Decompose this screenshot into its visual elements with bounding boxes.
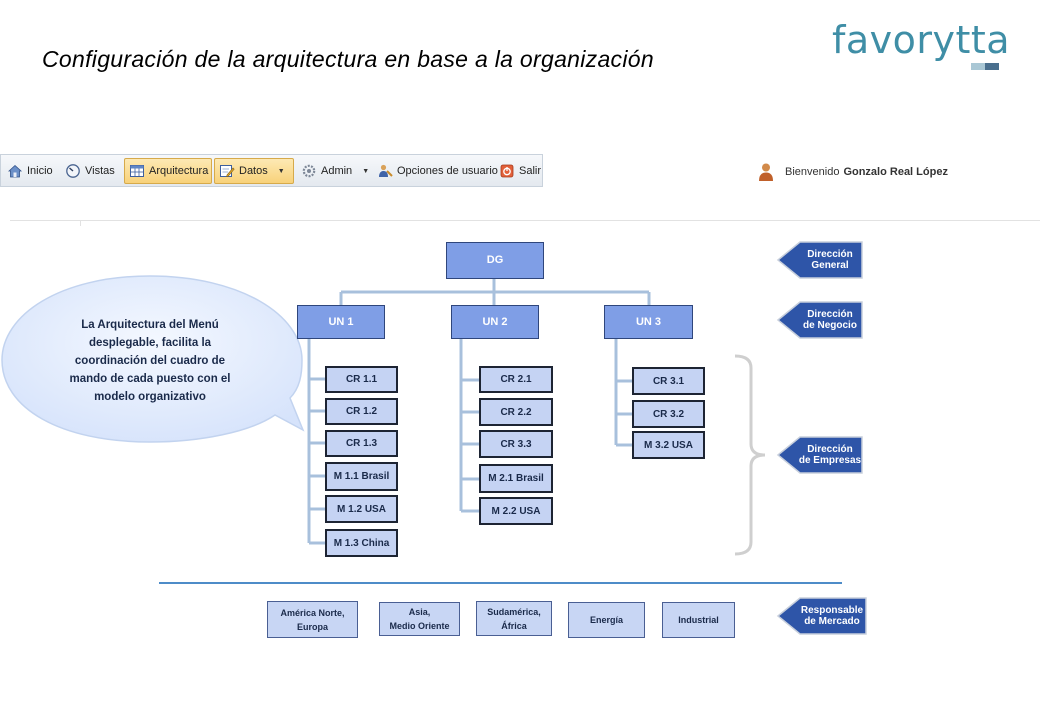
org-node-cr-3-3: CR 3.3	[479, 430, 553, 458]
market-box-america-europa: América Norte, Europa	[267, 601, 358, 638]
org-node-m-3-2: M 3.2 USA	[632, 431, 705, 459]
tag-line: Dirección	[807, 444, 853, 455]
org-node-un3: UN 3	[604, 305, 693, 339]
tag-line: de Mercado	[804, 616, 860, 627]
user-avatar-icon	[757, 162, 775, 182]
toolbar-item-label: Inicio	[27, 165, 53, 177]
gear-icon	[301, 163, 317, 179]
toolbar-item-label: Admin	[321, 165, 353, 177]
separator-tick	[80, 220, 81, 226]
exit-icon	[499, 163, 515, 179]
org-node-cr-2-1: CR 2.1	[479, 366, 553, 393]
tag-line: General	[811, 260, 849, 271]
org-node-cr-1-3: CR 1.3	[325, 430, 398, 457]
market-box-sudamerica: Sudamérica, África	[476, 601, 552, 636]
org-node-cr-1-2: CR 1.2	[325, 398, 398, 425]
market-box-asia: Asia, Medio Oriente	[379, 602, 460, 636]
market-line: África	[501, 620, 527, 631]
org-node-m-2-2: M 2.2 USA	[479, 497, 553, 525]
toolbar-item-admin[interactable]: Admin ▼	[297, 158, 369, 184]
org-node-cr-3-1: CR 3.1	[632, 367, 705, 395]
callout-bubble	[1, 275, 305, 443]
slide-title: Configuración de la arquitectura en base…	[42, 46, 654, 72]
toolbar-item-vistas[interactable]: Vistas	[61, 158, 121, 184]
toolbar-item-datos[interactable]: Datos ▼	[214, 158, 294, 184]
brand-logo: favorytta	[832, 18, 1011, 62]
toolbar-item-label: Datos	[239, 165, 268, 177]
toolbar-item-label: Arquitectura	[149, 165, 209, 177]
main-toolbar: Inicio Vistas Arquitectura Datos ▼ Admin…	[0, 154, 543, 187]
table-icon	[129, 163, 145, 179]
org-node-cr-1-1: CR 1.1	[325, 366, 398, 393]
org-node-m-1-3: M 1.3 China	[325, 529, 398, 557]
toolbar-item-arquitectura[interactable]: Arquitectura	[124, 158, 212, 184]
toolbar-item-label: Salir	[519, 165, 542, 177]
org-node-m-1-2: M 1.2 USA	[325, 495, 398, 523]
org-node-m-1-1: M 1.1 Brasil	[325, 462, 398, 491]
home-icon	[7, 163, 23, 179]
market-line: América Norte,	[280, 607, 345, 618]
tag-line: Responsable	[800, 605, 864, 616]
toolbar-item-inicio[interactable]: Inicio	[3, 158, 59, 184]
market-box-energia: Energía	[568, 602, 645, 638]
edit-icon	[219, 163, 235, 179]
market-line: Sudamérica,	[487, 606, 541, 617]
tag-line: de Negocio	[803, 320, 857, 331]
tag-line: Dirección	[807, 249, 853, 260]
welcome-prefix: Bienvenido	[785, 166, 840, 178]
toolbar-item-salir[interactable]: Salir	[495, 158, 543, 184]
market-line: Energía	[589, 615, 623, 625]
logo-accent-dark	[985, 63, 999, 70]
chevron-down-icon[interactable]: ▼	[362, 167, 370, 175]
user-options-icon	[377, 163, 393, 179]
gauge-icon	[65, 163, 81, 179]
user-name: Gonzalo Real López	[843, 166, 948, 178]
market-line: Europa	[296, 621, 328, 632]
org-node-m-2-1: M 2.1 Brasil	[479, 464, 553, 493]
tag-line: de Empresas	[798, 455, 862, 466]
separator-line	[10, 220, 1040, 221]
tag-line: Dirección	[807, 309, 853, 320]
logo-accent-light	[971, 63, 985, 70]
market-line: Industrial	[678, 615, 719, 625]
org-node-un1: UN 1	[297, 305, 385, 339]
toolbar-item-label: Vistas	[85, 165, 115, 177]
market-box-industrial: Industrial	[662, 602, 735, 638]
org-node-dg: DG	[446, 242, 544, 279]
chevron-down-icon[interactable]: ▼	[277, 167, 285, 175]
org-node-cr-3-2: CR 3.2	[632, 400, 705, 428]
toolbar-item-opciones-usuario[interactable]: Opciones de usuario	[373, 158, 498, 184]
toolbar-item-label: Opciones de usuario	[397, 165, 498, 177]
org-node-cr-2-2: CR 2.2	[479, 398, 553, 426]
market-line: Asia,	[408, 607, 431, 617]
callout-text: La Arquitectura del Menú desplegable, fa…	[69, 319, 231, 403]
welcome-message: Bienvenido Gonzalo Real López	[757, 162, 948, 182]
org-node-un2: UN 2	[451, 305, 539, 339]
market-line: Medio Oriente	[389, 621, 450, 631]
